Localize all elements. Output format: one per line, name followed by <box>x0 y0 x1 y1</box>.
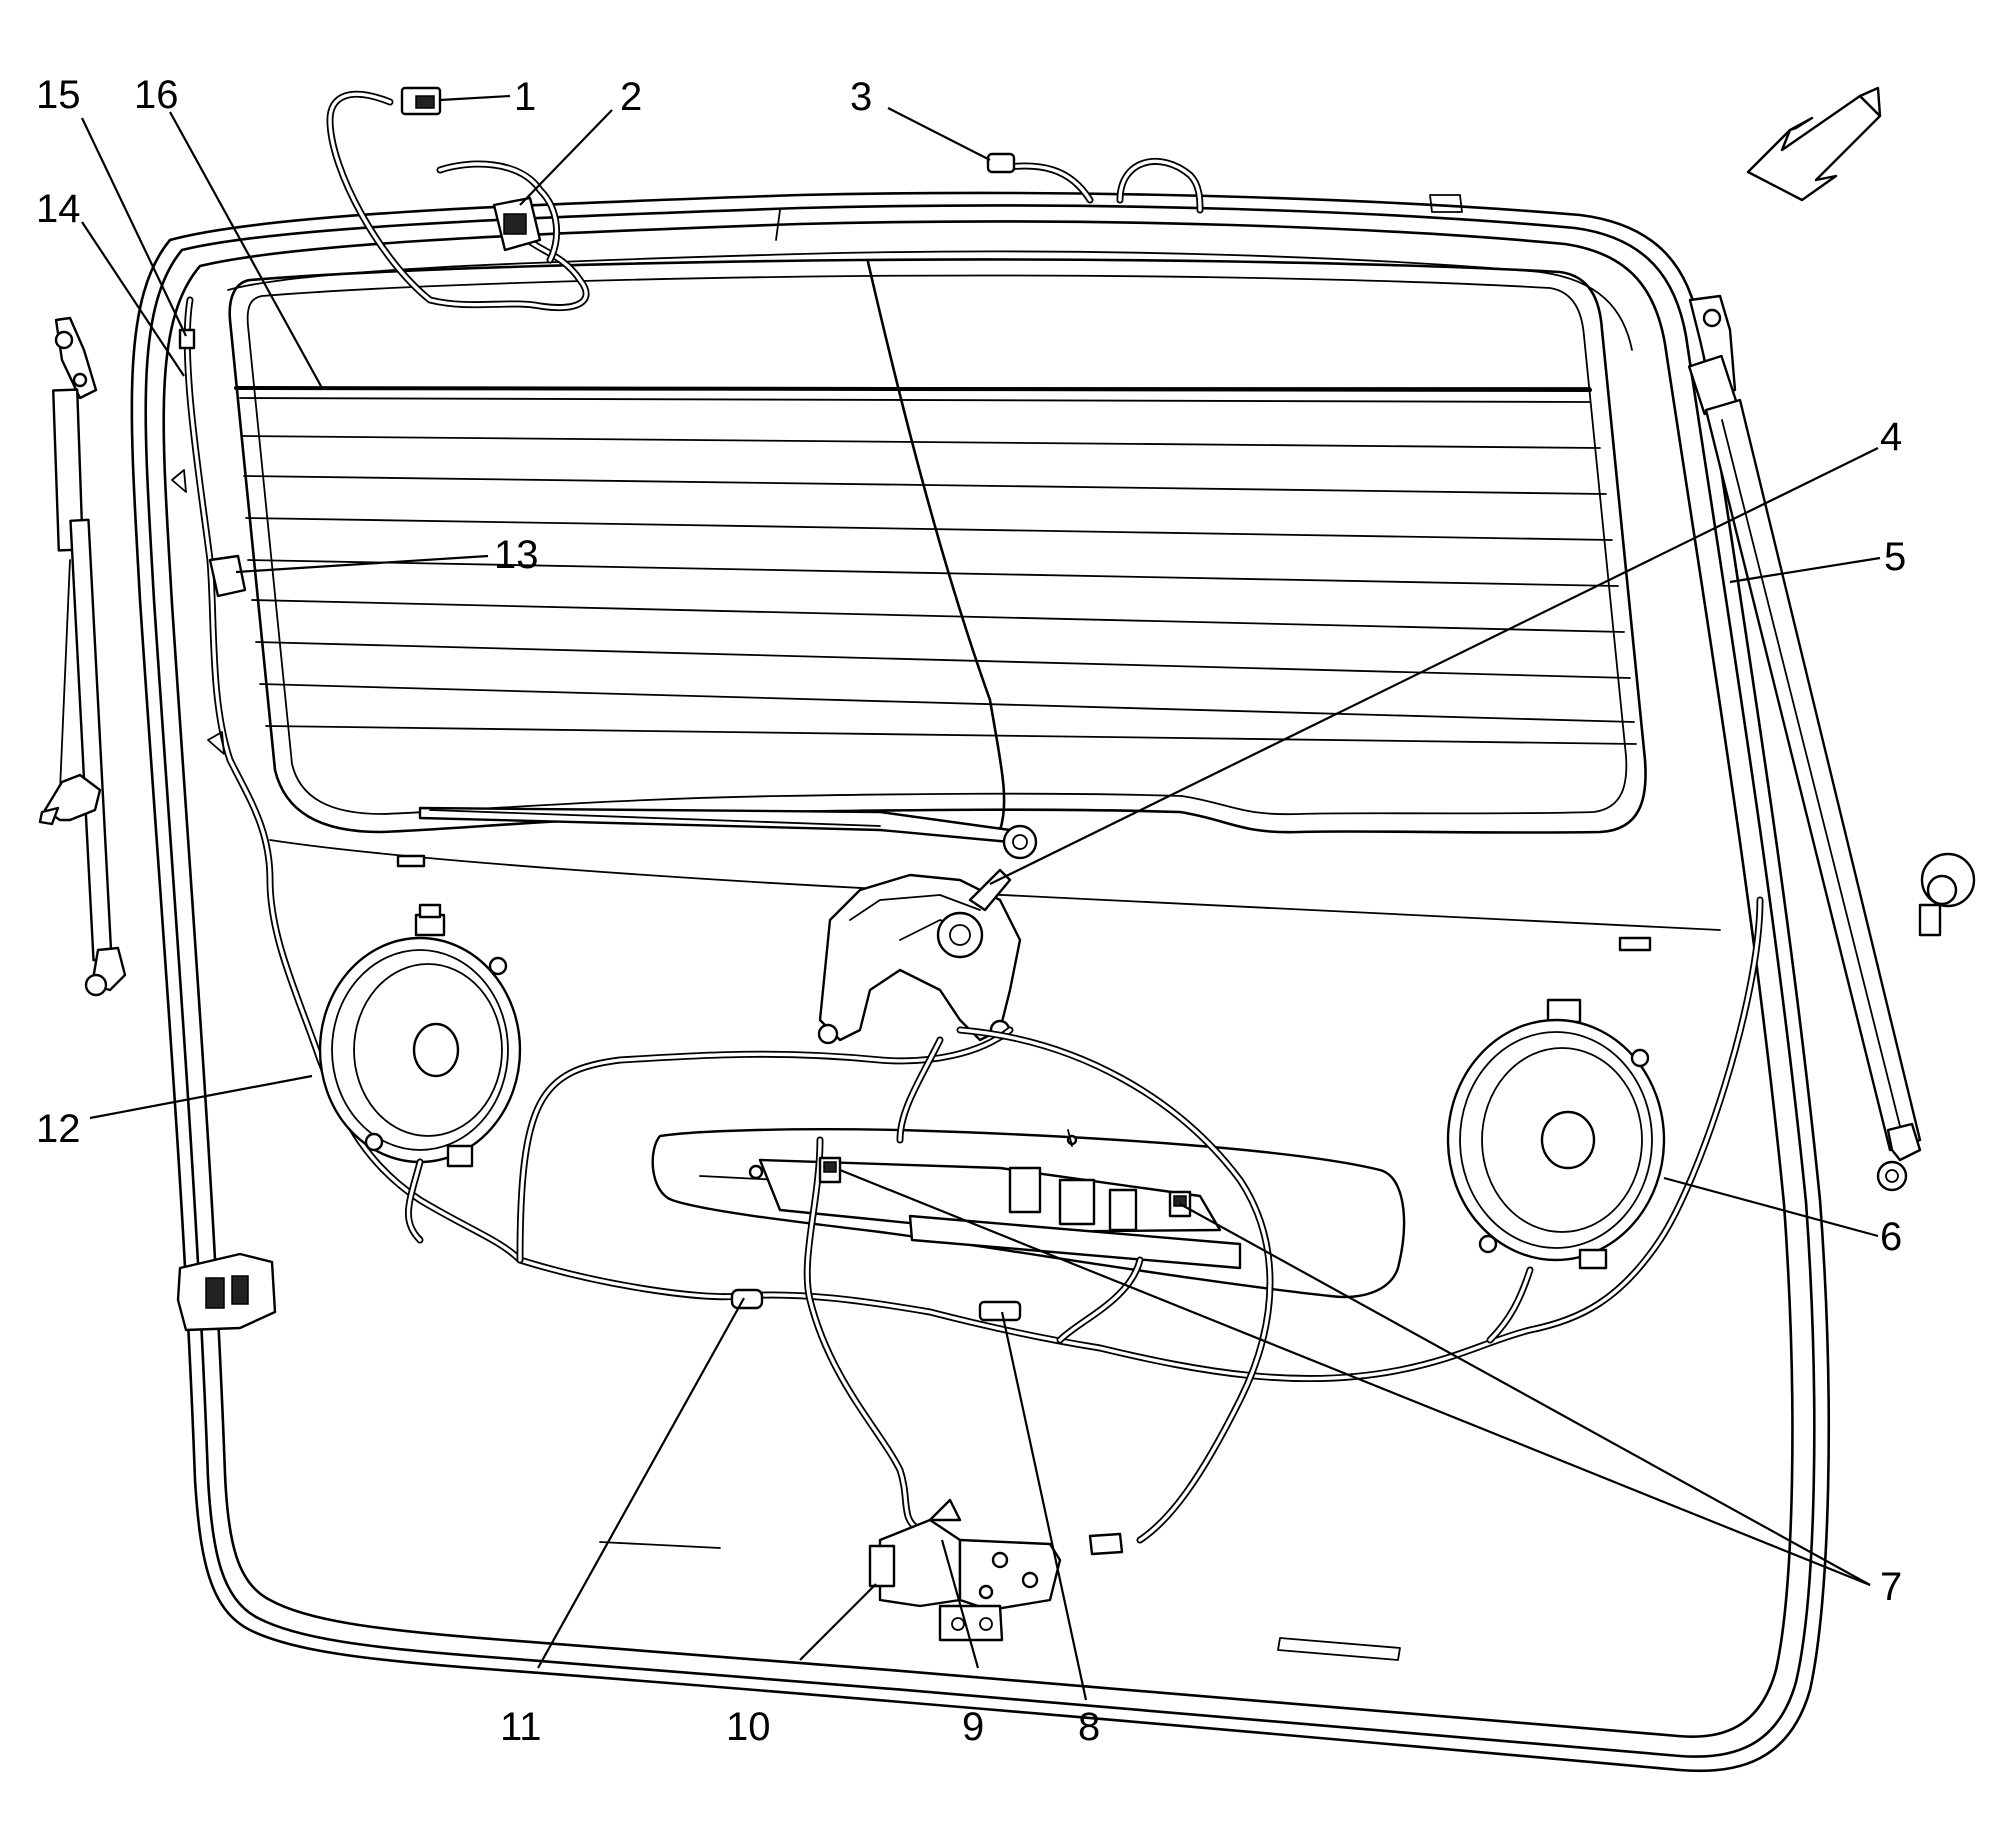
connector-1 <box>400 86 442 116</box>
left-gas-strut <box>38 316 127 997</box>
callout-10: 10 <box>726 1705 771 1749</box>
liftgate-ajar-switch-left <box>176 1252 277 1332</box>
callout-14: 14 <box>36 187 81 231</box>
connector-3 <box>986 152 1016 174</box>
callout-labels: 1 2 3 4 5 6 7 8 9 10 11 12 13 14 15 16 <box>36 73 1906 1749</box>
upper-wiring-harness <box>326 90 1204 312</box>
harness-clip-8 <box>978 1300 1022 1322</box>
trim-clip-right <box>1618 936 1652 952</box>
liftgate-handle-housing <box>651 1128 1406 1299</box>
callout-3: 3 <box>850 75 872 119</box>
callout-5: 5 <box>1884 535 1906 579</box>
washer-hose <box>866 260 1006 832</box>
harness-clip-11 <box>730 1288 764 1310</box>
rear-wiper-arm <box>418 806 1038 860</box>
left-side-harness <box>171 296 524 1264</box>
liftgate-frame <box>130 191 1831 1773</box>
rear-wiper-motor <box>817 868 1022 1045</box>
callout-9: 9 <box>962 1705 984 1749</box>
callout-16: 16 <box>134 73 179 117</box>
callout-15: 15 <box>36 73 81 117</box>
callout-7: 7 <box>1880 1565 1902 1609</box>
callout-2: 2 <box>620 75 642 119</box>
callout-12: 12 <box>36 1107 81 1151</box>
callout-11: 11 <box>500 1705 542 1749</box>
callout-13: 13 <box>494 533 539 577</box>
left-speaker <box>318 903 522 1168</box>
right-gas-strut <box>1687 294 1976 1192</box>
callout-6: 6 <box>1880 1215 1902 1259</box>
connector-2 <box>492 196 542 252</box>
callout-4: 4 <box>1880 415 1902 459</box>
trim-clip-left <box>396 854 426 868</box>
callout-1: 1 <box>514 75 536 119</box>
rear-window-glass <box>228 258 1647 834</box>
liftgate-latch <box>868 1498 1124 1642</box>
front-direction-arrow-icon <box>1746 86 1882 202</box>
callout-8: 8 <box>1078 1705 1100 1749</box>
right-speaker <box>1446 998 1666 1270</box>
leader-lines <box>81 94 1881 1701</box>
